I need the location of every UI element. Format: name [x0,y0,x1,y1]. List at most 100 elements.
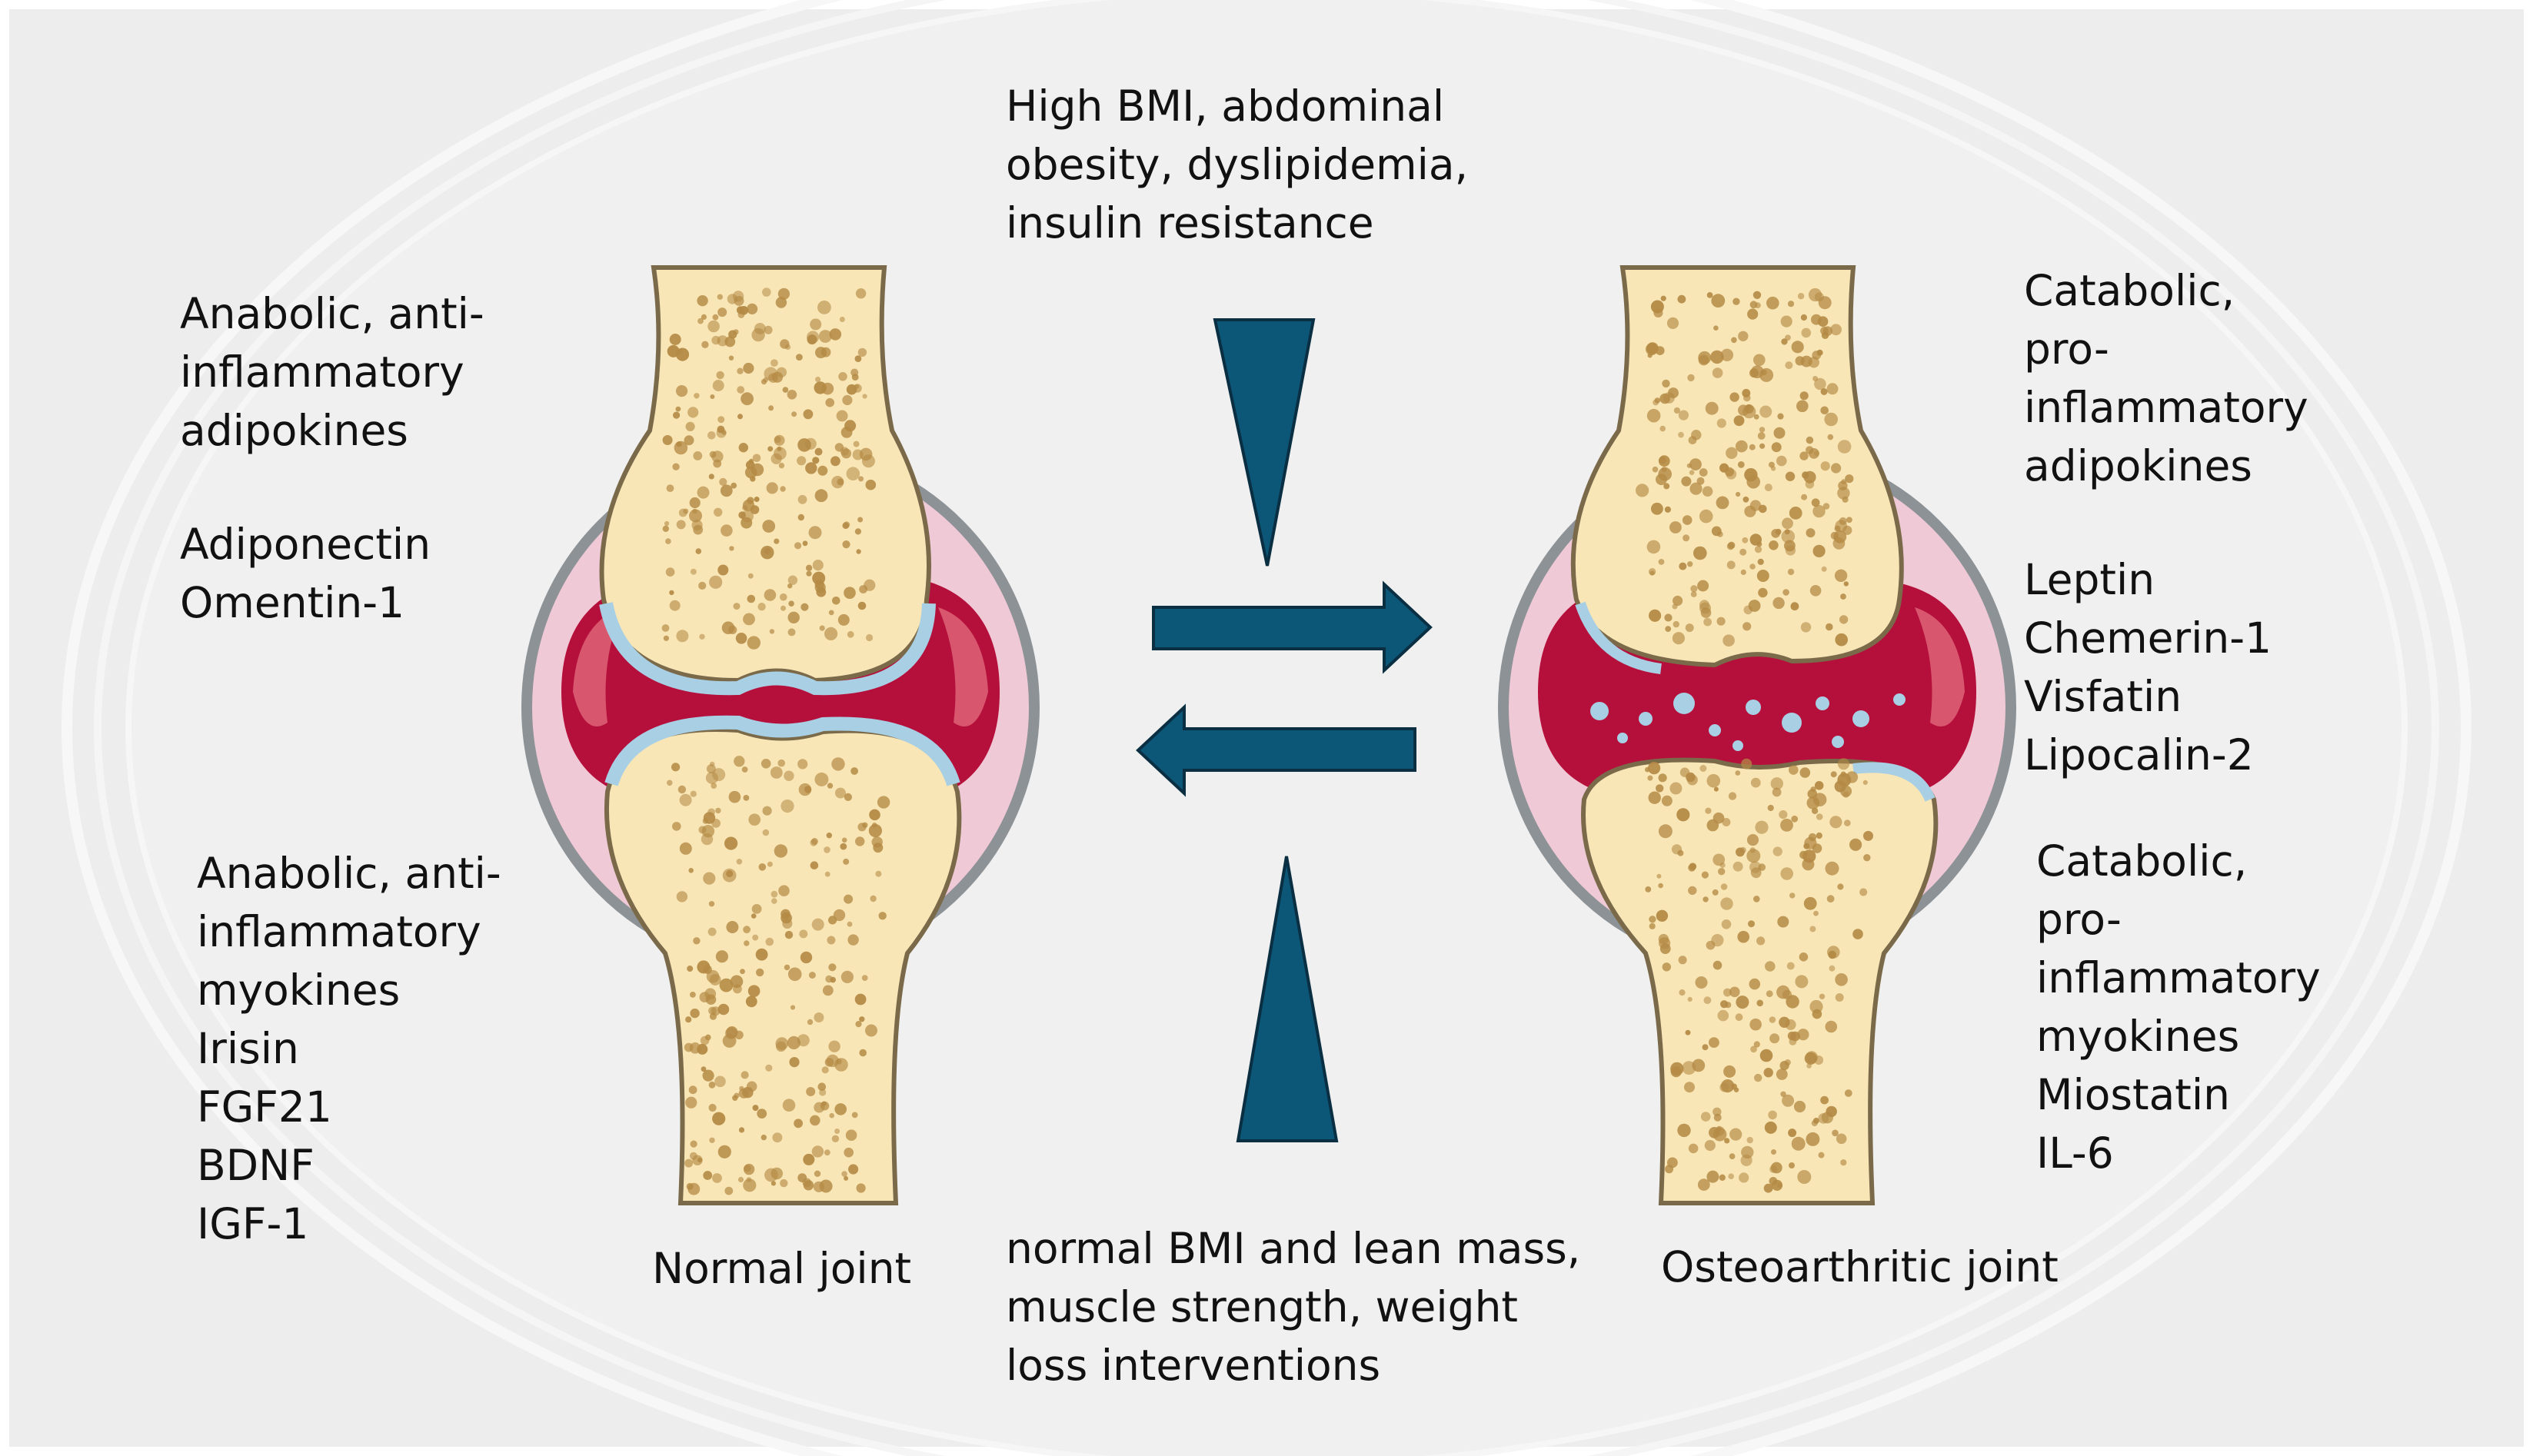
bone-pore [771,453,782,464]
bone-pore [1716,496,1729,510]
bone-pore [1646,408,1661,423]
bone-pore [1699,509,1713,524]
bone-pore [844,587,856,599]
bone-pore [1710,350,1724,364]
bone-pore [1755,820,1769,834]
bone-pore [672,822,681,831]
bone-pore [1812,504,1826,518]
bone-pore [679,842,692,855]
bone-pore [762,829,770,836]
bone-pore [1750,777,1761,788]
left-top-line: Anabolic, anti- [180,289,484,338]
bone-pore [1863,830,1873,841]
bone-pore [1763,1068,1773,1078]
bone-pore [813,1181,824,1192]
top-center-text: High BMI, abdominal obesity, dyslipidemi… [1006,77,1468,252]
bone-pore [1646,343,1658,356]
bone-pore [1820,406,1829,415]
bone-pore [1838,480,1848,490]
bone-pore [1804,1052,1817,1065]
bone-pore [839,317,845,322]
bone-pore [1732,861,1743,872]
bone-pore [803,409,814,420]
bone-pore [689,509,702,523]
bone-pore [1812,376,1819,381]
bone-pore [836,410,848,422]
bone-pore [781,912,792,924]
bone-pore [799,929,808,939]
bone-pore [741,1071,749,1079]
bone-pore [782,387,789,393]
bone-pore [810,861,819,869]
bone-pore [1782,517,1793,530]
bone-pore [690,568,697,575]
bone-pore [806,1087,816,1096]
bone-pore [1712,367,1723,378]
bone-pore [708,1006,717,1016]
bone-pore [663,635,669,641]
bone-pore [1702,486,1713,497]
bone-pore [1829,965,1836,972]
synovial-highlight-right [1915,607,1965,726]
top-center-line: obesity, dyslipidemia, [1006,140,1469,189]
left-top-text: Anabolic, anti- inflammatory adipokines [180,284,484,460]
bone-pore [1735,440,1748,453]
bone-pore [1768,461,1775,468]
bone-pore [707,927,717,936]
bone-pore [872,823,877,828]
bone-pore [797,1034,810,1047]
bone-pore [1814,377,1826,391]
bone-pore [764,589,777,601]
bone-pore [720,484,733,497]
bone-pore [1796,400,1809,413]
bone-pore [1721,1079,1735,1093]
bone-pore [788,600,794,607]
bone-pore [767,861,773,867]
bone-pore [1806,796,1820,809]
bone-pore [1669,521,1682,534]
bone-pore [1782,589,1789,596]
bone-pore [771,898,777,904]
decor-arc-mid [94,0,2439,1456]
bone-pore [878,912,887,920]
bone-pore [866,633,874,642]
bone-pore [709,575,723,589]
bone-pore [1772,846,1782,856]
bone-pore [1803,843,1810,849]
bone-pore [1742,537,1749,544]
bone-pore [1801,327,1812,338]
left-bottom-line: IGF-1 [197,1199,309,1248]
bone-pore [842,540,850,549]
bone-pore [1716,617,1726,626]
bone-pore [1661,467,1667,473]
bone-pore [1811,498,1820,507]
bone-pore [1704,1139,1716,1152]
bone-pore [748,813,761,826]
bone-pore [1827,946,1840,959]
bone-pore [819,625,825,631]
bone-pore [697,486,710,499]
bone-pore [774,436,781,444]
bone-pore [814,447,823,456]
bone-pore [787,583,793,589]
bone-pore [717,1003,730,1016]
right-top-line: pro- [2024,324,2109,374]
bone-pore [861,975,868,981]
bone-pore [827,936,836,945]
bone-pore [1666,317,1679,329]
right-bottom-line: pro- [2036,895,2122,944]
bone-pore [1802,471,1809,479]
bone-pore [1743,605,1753,615]
bone-pore [671,763,681,772]
bone-pore [743,1178,757,1192]
bone-pore [856,1183,866,1193]
bone-pore [1800,314,1807,321]
bone-pore [1808,288,1822,302]
bone-pore [1716,418,1726,428]
bone-pore [672,463,680,470]
bone-pore [719,477,727,486]
bone-pore [1677,294,1686,304]
bone-pore [761,546,774,560]
bone-pore [691,520,703,531]
bone-pore [1739,548,1747,556]
